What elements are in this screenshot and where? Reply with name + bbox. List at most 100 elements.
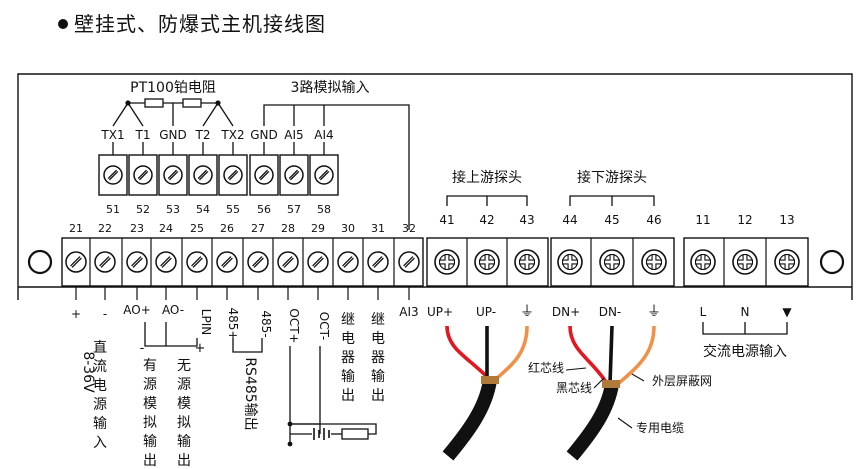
screw-slot-line [283, 257, 294, 268]
relay-output-text-2: 电 [371, 331, 385, 347]
up-cable [442, 378, 497, 461]
bottom-terminal-number: 24 [159, 222, 173, 235]
pt100-branch-right [202, 101, 234, 127]
screw-slot-line [252, 256, 263, 267]
screw-slot-line [161, 257, 172, 268]
top-terminal-label: T1 [135, 128, 151, 142]
downstream-title: 接下游探头 [577, 169, 647, 186]
screw-icon [94, 251, 116, 273]
screw-slot-line [168, 170, 179, 181]
bottom-terminal-number: 30 [341, 222, 355, 235]
analog-bracket [263, 104, 410, 230]
shield-pointer [631, 373, 645, 382]
pt100-branch-left [112, 101, 144, 127]
screw-slot-line [343, 257, 354, 268]
oct-plus-wire [289, 346, 320, 425]
rs485-plus-label: 485+ [226, 308, 240, 341]
screw-slot-line [138, 170, 149, 181]
load-resistor [341, 428, 369, 440]
dc-power-text: 直 [93, 339, 107, 356]
up-shield-wire [493, 325, 529, 382]
phillips-cross-shape [646, 254, 662, 270]
relay-output-text-1: 电 [341, 331, 355, 347]
phillips-cross-shape [479, 254, 495, 270]
cable-sleeve [481, 376, 499, 384]
probe-terminal-number: 44 [562, 213, 577, 227]
bottom-terminal-number: 21 [69, 222, 83, 235]
red-wire-pointer [565, 367, 587, 371]
dn-minus-label: DN- [599, 305, 622, 319]
screw-slot-line [282, 256, 293, 267]
bottom-terminal-number: 27 [251, 222, 265, 235]
top-terminal-number: 51 [106, 203, 120, 216]
screw-slot-line [373, 257, 384, 268]
screw-slot-line [221, 256, 232, 267]
relay-output-text-1: 输 [341, 369, 355, 385]
upstream-title: 接上游探头 [452, 169, 522, 186]
phillips-cross-shape [695, 254, 711, 270]
passive-analog-text: 出 [177, 453, 191, 469]
screw-slot-line [191, 256, 202, 267]
screw-slot-line [403, 256, 414, 267]
dc-power-text: 电 [93, 378, 107, 394]
dc-power-text: 源 [93, 397, 107, 413]
ac-power-text: 交流电源输入 [703, 343, 787, 360]
probe-terminal-number: 41 [439, 213, 454, 227]
screw-icon [367, 251, 389, 273]
screw-slot-line [108, 170, 119, 181]
cable-label: 专用电缆 [636, 420, 684, 435]
rs485-text: RS485输出 [242, 357, 258, 430]
probe-terminal-number: 45 [604, 213, 619, 227]
active-analog-text: 出 [143, 453, 157, 469]
black-wire-pointer [593, 377, 605, 389]
screw-slot-line [192, 257, 203, 268]
top-terminal-label: T2 [195, 128, 211, 142]
screw-slot-line [70, 256, 81, 267]
black-wire-label: 黑芯线 [556, 381, 592, 395]
ac-terminal-number: 13 [779, 213, 794, 227]
phillips-cross-shape [519, 254, 535, 270]
diagram-title-text: 壁挂式、防爆式主机接线图 [74, 12, 326, 36]
screw-slot-line [404, 257, 415, 268]
resistor-2 [182, 98, 202, 108]
screw-slot-line [342, 256, 353, 267]
diagram-title: 壁挂式、防爆式主机接线图 [58, 8, 326, 37]
enclosure-outline [17, 73, 853, 300]
up-red-wire [445, 325, 492, 382]
up-plus-label: UP+ [427, 305, 453, 319]
ai3-label: AI3 [399, 305, 418, 319]
phillips-cross-shape [562, 254, 578, 270]
screw-slot-line [107, 169, 118, 180]
active-source-bracket [144, 322, 166, 347]
top-terminal-number: 52 [136, 203, 150, 216]
mounting-hole-left [27, 249, 53, 275]
cable-pointer [617, 417, 633, 429]
screw-slot-line [71, 257, 82, 268]
red-wire-label: 红芯线 [528, 360, 564, 375]
screw-slot-line [313, 257, 324, 268]
active-analog-text: 拟 [143, 415, 157, 431]
rs485-bracket [232, 338, 263, 353]
bottom-terminal-number: 28 [281, 222, 295, 235]
screw-icon [216, 251, 238, 273]
top-terminal-label: AI4 [314, 128, 333, 142]
relay-output-text-2: 器 [371, 350, 385, 366]
top-terminal-label: AI5 [284, 128, 303, 142]
phillips-cross-shape [604, 254, 620, 270]
dc-plus-label: + [71, 307, 81, 321]
dc-voltage-text: 8-36V [80, 351, 96, 393]
oct-loop-wire [290, 423, 377, 435]
shield-label: 外层屏蔽网 [652, 374, 712, 388]
phillips-cross-shape [439, 254, 455, 270]
top-terminal-number: 55 [226, 203, 240, 216]
pt100-group-label: PT100铂电阻 [130, 80, 216, 96]
active-analog-text: 源 [143, 377, 157, 393]
screw-icon [307, 251, 329, 273]
passive-source-bracket [165, 322, 198, 347]
screw-icon [103, 165, 123, 185]
bottom-terminal-number: 31 [371, 222, 385, 235]
screw-icon [398, 251, 420, 273]
source-plus-label: + [195, 341, 206, 356]
active-analog-text: 模 [143, 396, 157, 412]
active-analog-text: 有 [143, 358, 157, 374]
